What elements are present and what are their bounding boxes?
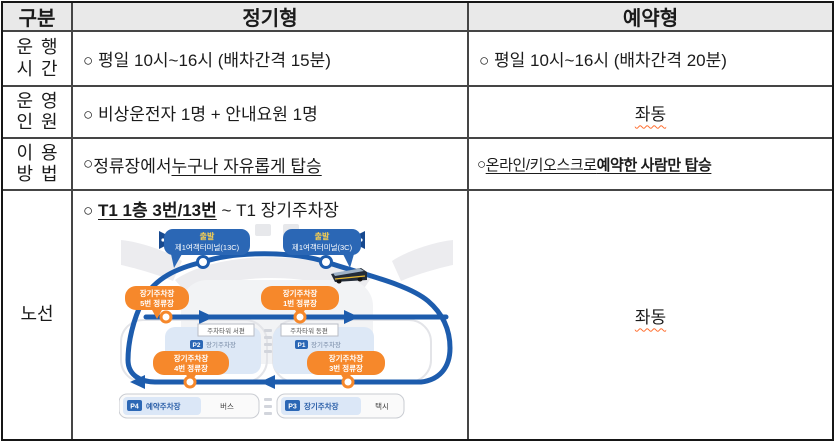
p4-label: 예약주차장 — [146, 401, 181, 411]
p1-badge: P1 장기주차장 — [295, 340, 341, 349]
stop5-line2: 5번 정류장 — [140, 298, 174, 308]
route-nodes — [159, 255, 355, 389]
hours-regular-text: ○ 평일 10시~16시 (배차간격 15분) — [83, 51, 331, 70]
route-regular-cell: ○ T1 1층 3번/13번 ~ T1 장기주차장 — [73, 191, 467, 439]
p3-mode: 택시 — [375, 401, 389, 411]
stop5-line1: 장기주차장 — [140, 288, 175, 298]
p2-badge: P2 장기주차장 — [190, 340, 236, 349]
row-label-route: 노선 — [3, 191, 71, 439]
staff-reserved-text: 좌동 — [634, 104, 667, 124]
header-reserved-label: 예약형 — [622, 8, 679, 30]
departure-left-subtitle: 제1여객터미널(13C) — [175, 242, 240, 252]
header-category-label: 구분 — [18, 8, 56, 30]
header-category: 구분 — [3, 3, 71, 30]
staff-regular-text: ○ 비상운전자 1명 + 안내요원 1명 — [83, 104, 318, 124]
usage-label-line2: 방법 — [16, 164, 66, 184]
p1-badge-label: 장기주차장 — [311, 340, 341, 349]
route-title: ○ T1 1층 3번/13번 ~ T1 장기주차장 — [83, 196, 467, 221]
departure-bubble-left: 출발 제1여객터미널(13C) — [159, 229, 250, 268]
stop1-line1: 장기주차장 — [283, 288, 318, 298]
p4-parking-box: P4 예약주차장 버스 — [119, 393, 260, 419]
crosswalk-dashes — [264, 329, 272, 415]
p1-badge-text: P1 — [298, 342, 306, 349]
row-label-hours: 운행 시간 — [3, 32, 71, 85]
stop4-line1: 장기주차장 — [174, 353, 209, 363]
stop1-callout: 장기주차장 1번 정류장 — [261, 286, 339, 319]
route-map: 출발 제1여객터미널(13C) 출발 제1여객터미널(3C) 주차타워 서편 주… — [119, 224, 453, 419]
stop3-callout: 장기주차장 3번 정류장 — [307, 351, 385, 383]
stop1-line2: 1번 정류장 — [283, 298, 317, 308]
route-label: 노선 — [20, 304, 54, 325]
staff-reserved-cell: 좌동 — [469, 87, 832, 137]
parking-tower-east-box: 주차타워 동편 — [280, 323, 339, 337]
parking-tower-west-box: 주차타워 서편 — [197, 323, 255, 337]
hours-reserved-cell: ○ 평일 10시~16시 (배차간격 20분) — [469, 32, 832, 85]
usage-regular-cell: ○ 정류장에서 누구나 자유롭게 탑승 — [73, 139, 467, 189]
staff-regular-cell: ○ 비상운전자 1명 + 안내요원 1명 — [73, 87, 467, 137]
hours-label-line1: 운행 — [16, 37, 66, 58]
parking-tower-east-label: 주차타워 동편 — [290, 326, 328, 335]
row-label-usage: 이용 방법 — [3, 139, 71, 189]
usage-reserved-text: 온라인/키오스크로 — [485, 156, 597, 174]
usage-reserved-bullet: ○ — [477, 155, 486, 173]
row-label-staff: 운영 인원 — [3, 87, 71, 137]
stop4-line2: 4번 정류장 — [174, 363, 208, 373]
usage-regular-bullet: ○ — [83, 154, 94, 173]
usage-regular-text: 정류장에서 — [93, 156, 172, 176]
departure-left-title: 출발 — [200, 231, 215, 241]
p2-badge-label: 장기주차장 — [206, 340, 236, 349]
route-reserved-text: 좌동 — [634, 307, 667, 327]
p4-badge-text: P4 — [130, 404, 139, 411]
usage-label-line1: 이용 — [16, 142, 66, 163]
header-regular: 정기형 — [73, 3, 467, 30]
stop5-callout: 장기주차장 5번 정류장 — [125, 286, 189, 319]
bus-icon — [331, 268, 367, 284]
p4-mode: 버스 — [220, 401, 234, 411]
departure-right-title: 출발 — [315, 231, 330, 241]
parking-tower-west-label: 주차타워 서편 — [207, 326, 245, 335]
stop4-callout: 장기주차장 4번 정류장 — [153, 351, 229, 383]
route-reserved-cell: 좌동 — [469, 191, 832, 439]
hours-regular-cell: ○ 평일 10시~16시 (배차간격 15분) — [73, 32, 467, 85]
p3-label: 장기주차장 — [304, 401, 339, 411]
route-title-underlined: T1 1층 3번/13번 — [98, 201, 217, 220]
stop3-line1: 장기주차장 — [329, 353, 364, 363]
hours-label-line2: 시간 — [16, 58, 66, 79]
usage-regular-underlined: 누구나 자유롭게 탑승 — [171, 156, 322, 176]
header-reserved: 예약형 — [469, 3, 832, 30]
route-title-bullet: ○ — [83, 201, 98, 220]
p2-badge-text: P2 — [193, 342, 201, 349]
usage-reserved-underlined: 예약한 사람만 탑승 — [596, 156, 712, 174]
header-regular-label: 정기형 — [242, 8, 298, 30]
hours-reserved-text: ○ 평일 10시~16시 (배차간격 20분) — [479, 51, 727, 70]
route-arrows — [130, 310, 359, 389]
departure-bubble-right: 출발 제1여객터미널(3C) — [283, 229, 365, 268]
p3-badge-text: P3 — [288, 404, 297, 411]
departure-right-subtitle: 제1여객터미널(3C) — [292, 242, 353, 252]
staff-label-line1: 운영 — [16, 90, 66, 111]
route-title-suffix: ~ T1 장기주차장 — [216, 201, 339, 220]
staff-label-line2: 인원 — [16, 112, 66, 132]
p3-parking-box: P3 장기주차장 택시 — [276, 393, 405, 419]
usage-reserved-cell: ○ 온라인/키오스크로 예약한 사람만 탑승 — [469, 139, 832, 189]
stop3-line2: 3번 정류장 — [329, 363, 363, 373]
